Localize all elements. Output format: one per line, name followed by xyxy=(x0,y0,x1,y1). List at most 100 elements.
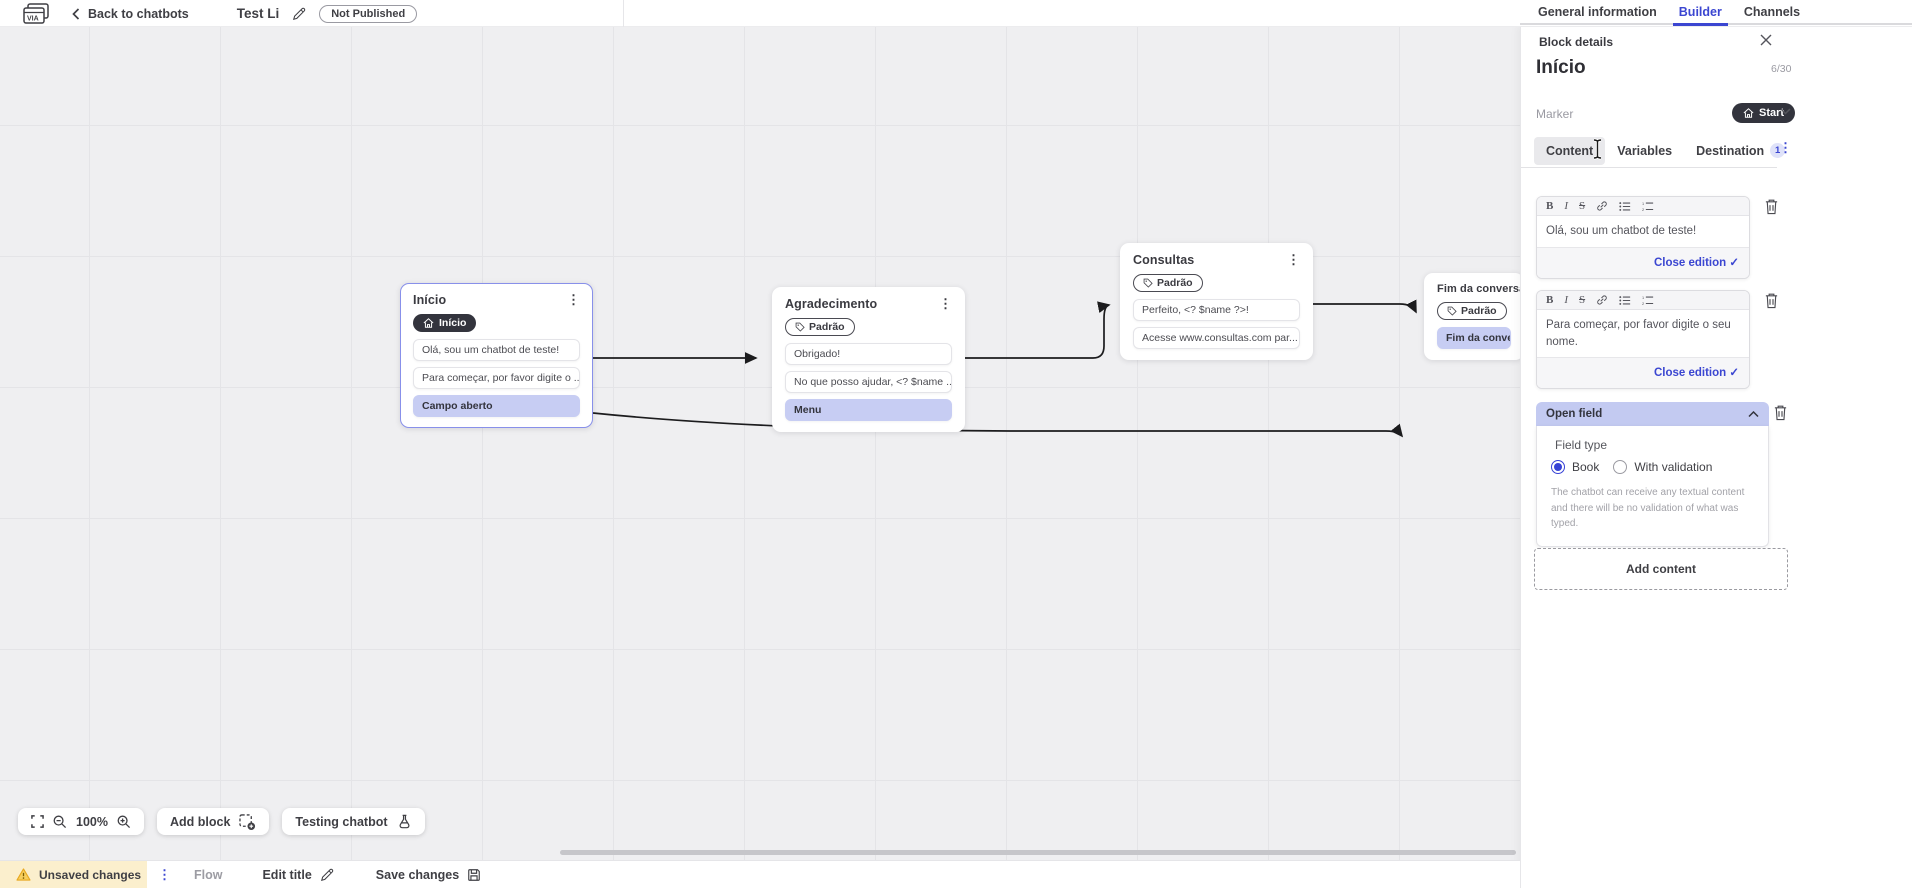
close-edition-button[interactable]: Close edition ✓ xyxy=(1537,357,1749,389)
bullet-list-icon[interactable] xyxy=(1619,201,1631,212)
close-edition-button[interactable]: Close edition ✓ xyxy=(1537,246,1749,278)
close-edition-label: Close edition xyxy=(1653,256,1727,269)
status-more-menu-icon[interactable]: ⋮ xyxy=(158,866,171,882)
svg-text:VIA: VIA xyxy=(27,16,39,23)
block-menu-row[interactable]: Menu xyxy=(785,399,952,421)
block-content-row[interactable]: Acesse www.consultas.com par... xyxy=(1133,327,1300,349)
save-changes-button[interactable]: Save changes xyxy=(376,868,481,882)
italic-icon[interactable]: I xyxy=(1564,200,1569,212)
strikethrough-icon[interactable]: S xyxy=(1579,200,1586,212)
add-block-icon xyxy=(239,813,256,830)
flask-icon xyxy=(399,814,410,829)
edit-title-button[interactable]: Edit title xyxy=(262,868,333,882)
start-marker-pill: Início xyxy=(413,314,477,332)
bold-icon[interactable]: B xyxy=(1546,294,1554,306)
open-field-header[interactable]: Open field xyxy=(1536,402,1769,426)
italic-icon[interactable]: I xyxy=(1564,294,1569,306)
block-content-row[interactable]: Perfeito, <? $name ?>! xyxy=(1133,299,1300,321)
block-menu-icon[interactable]: ⋮ xyxy=(567,292,580,307)
block-content-row[interactable]: Obrigado! xyxy=(785,343,952,365)
add-block-button[interactable]: Add block xyxy=(156,808,270,835)
block-content-row[interactable]: Para começar, por favor digite o ... xyxy=(413,367,580,389)
panel-tab-variables[interactable]: Variables xyxy=(1617,143,1673,158)
flow-block-fim-da-conversa[interactable]: Fim da conversa Padrão Fim da conversa xyxy=(1424,273,1525,360)
bullet-list-icon[interactable] xyxy=(1619,295,1631,306)
marker-start-pill[interactable]: Start xyxy=(1732,103,1796,123)
marker-pill-label: Início xyxy=(439,317,467,329)
bold-icon[interactable]: B xyxy=(1546,200,1554,212)
link-icon[interactable] xyxy=(1596,200,1608,212)
flow-block-inicio[interactable]: Início ⋮ Início Olá, sou um chatbot de t… xyxy=(400,283,593,428)
top-bar: VIA Back to chatbots Test Li Not Publish… xyxy=(0,0,1912,27)
home-icon xyxy=(1743,108,1754,118)
block-content-row[interactable]: No que posso ajudar, <? $name ... xyxy=(785,371,952,393)
tab-channels[interactable]: Channels xyxy=(1743,4,1801,19)
field-type-description: The chatbot can receive any textual cont… xyxy=(1551,487,1745,529)
block-menu-icon[interactable]: ⋮ xyxy=(939,296,952,311)
editor-text[interactable]: Para começar, por favor digite o seu nom… xyxy=(1537,310,1749,358)
flow-block-agradecimento[interactable]: Agradecimento ⋮ Padrão Obrigado! No que … xyxy=(772,287,965,432)
marker-value: Start xyxy=(1759,107,1785,119)
radio-selected-icon[interactable] xyxy=(1551,460,1565,474)
flow-block-consultas[interactable]: Consultas ⋮ Padrão Perfeito, <? $name ?>… xyxy=(1120,243,1313,360)
tag-icon xyxy=(1447,306,1457,316)
publish-status-badge: Not Published xyxy=(319,4,418,23)
block-menu-icon[interactable]: ⋮ xyxy=(1287,252,1300,267)
chevron-left-icon xyxy=(72,7,80,20)
tab-general-information[interactable]: General information xyxy=(1538,4,1657,19)
zoom-out-icon[interactable] xyxy=(53,815,67,829)
fullscreen-icon[interactable] xyxy=(31,815,44,828)
close-icon[interactable] xyxy=(1759,33,1775,49)
pencil-icon xyxy=(320,868,333,881)
destination-label: Destination xyxy=(1696,143,1765,158)
back-to-chatbots-link[interactable]: Back to chatbots xyxy=(72,7,189,21)
tabs-divider xyxy=(1521,167,1777,168)
chevron-up-icon[interactable] xyxy=(1748,410,1759,418)
tag-icon xyxy=(1143,278,1153,288)
tag-pill-label: Padrão xyxy=(809,321,845,333)
block-content-row[interactable]: Olá, sou um chatbot de teste! xyxy=(413,339,580,361)
warning-icon xyxy=(16,868,31,881)
horizontal-scrollbar[interactable] xyxy=(560,850,1516,855)
panel-tab-destination[interactable]: Destination 1 xyxy=(1684,136,1797,165)
radio-book[interactable]: Book xyxy=(1551,460,1599,474)
block-open-field-row[interactable]: Campo aberto xyxy=(413,395,580,417)
numbered-list-icon[interactable]: 12 xyxy=(1642,295,1654,306)
chevron-down-icon[interactable] xyxy=(1780,108,1791,115)
testing-chatbot-button[interactable]: Testing chatbot xyxy=(282,808,425,835)
edit-title-pencil-icon[interactable] xyxy=(292,7,306,21)
bottom-status-bar: Unsaved changes ⋮ Flow Edit title Save c… xyxy=(0,860,1520,888)
link-icon[interactable] xyxy=(1596,294,1608,306)
panel-tab-content[interactable]: Content xyxy=(1534,136,1606,165)
topbar-divider xyxy=(623,0,624,27)
trash-icon[interactable] xyxy=(1764,198,1779,215)
zoom-in-icon[interactable] xyxy=(117,815,131,829)
block-title: Início xyxy=(413,293,447,307)
char-counter: 6/30 xyxy=(1771,63,1792,75)
flow-canvas[interactable] xyxy=(0,27,1520,888)
panel-more-menu-icon[interactable]: ⋮ xyxy=(1779,140,1792,155)
radio-with-validation[interactable]: With validation xyxy=(1613,460,1712,474)
svg-text:2: 2 xyxy=(1642,207,1644,211)
trash-icon[interactable] xyxy=(1764,292,1779,309)
block-end-row[interactable]: Fim da conversa xyxy=(1437,327,1511,349)
add-content-button[interactable]: Add content xyxy=(1534,548,1788,590)
tag-pill: Padrão xyxy=(1437,302,1507,320)
strikethrough-icon[interactable]: S xyxy=(1579,294,1586,306)
chatbot-title[interactable]: Test Li xyxy=(236,6,280,21)
app-logo: VIA xyxy=(23,3,50,24)
marker-label: Marker xyxy=(1536,107,1574,121)
numbered-list-icon[interactable]: 12 xyxy=(1642,201,1654,212)
trash-icon[interactable] xyxy=(1773,404,1788,421)
open-field-title: Open field xyxy=(1546,408,1603,420)
radio-unselected-icon[interactable] xyxy=(1613,460,1628,474)
svg-text:2: 2 xyxy=(1642,301,1644,305)
tab-builder[interactable]: Builder xyxy=(1672,0,1728,26)
svg-text:1: 1 xyxy=(1642,295,1644,299)
block-name-input[interactable]: Início xyxy=(1536,57,1586,78)
back-label: Back to chatbots xyxy=(88,6,189,21)
editor-text[interactable]: Olá, sou um chatbot de teste! xyxy=(1537,216,1749,247)
